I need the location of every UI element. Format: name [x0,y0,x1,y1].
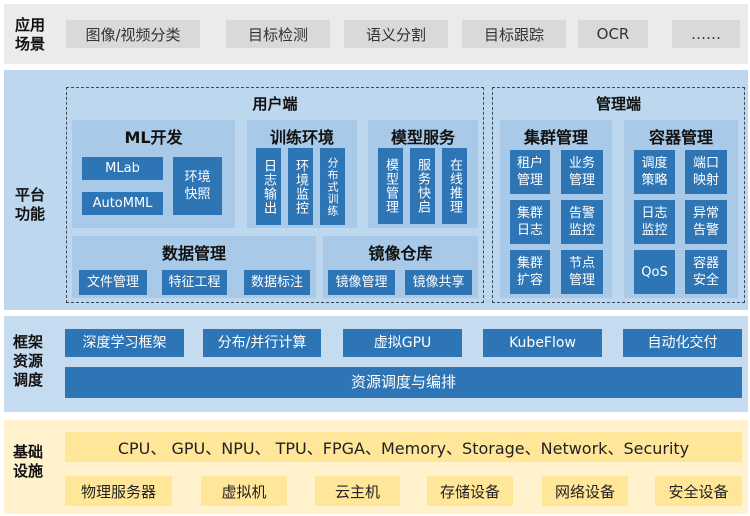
framework-item: 自动化交付 [623,329,742,357]
container-mgmt-title: 容器管理 [648,128,713,147]
app-item: OCR [578,20,648,48]
user-side-group: 用户端 [66,87,484,303]
ml-dev-panel: ML开发 MLab AutoMML 环境快照 [72,120,235,228]
infra-item: 存储设备 [427,476,513,506]
model-service-title: 模型服务 [390,128,455,147]
training-item: 日志输出 [256,148,281,225]
cluster-item: 租户管理 [510,150,550,194]
container-item: 端口映射 [685,150,727,194]
data-mgmt-item: 文件管理 [79,270,147,295]
infra-item: 网络设备 [542,476,628,506]
model-service-panel: 模型服务 模型管理 服务快启 在线推理 [368,120,478,228]
app-item: 图像/视频分类 [66,20,200,48]
container-item: 日志监控 [634,200,675,244]
container-item: QoS [634,250,675,294]
cluster-item: 告警监控 [561,200,603,244]
hardware-list: CPU、 GPU、NPU、 TPU、FPGA、Memory、Storage、Ne… [65,432,742,462]
image-repo-panel: 镜像仓库 镜像管理 镜像共享 [323,236,478,298]
container-mgmt-panel: 容器管理 调度策略 端口映射 日志监控 异常告警 QoS 容器安全 [624,120,738,298]
ml-dev-title: ML开发 [124,128,183,147]
ml-dev-item: 环境快照 [173,157,222,215]
infra-item: 虚拟机 [201,476,287,506]
app-item: 目标跟踪 [462,20,566,48]
app-item: …… [672,20,740,48]
resource-scheduling-bar: 资源调度与编排 [65,367,742,398]
training-item: 环境监控 [288,148,313,225]
training-panel: 训练环境 日志输出 环境监控 分布式训练 [247,120,357,228]
container-item: 调度策略 [634,150,675,194]
data-mgmt-item: 特征工程 [162,270,227,295]
model-service-item: 在线推理 [442,148,467,224]
framework-layer-label: 框架资源调度 [12,333,43,389]
training-title: 训练环境 [269,128,334,147]
app-layer-label: 应用场景 [14,16,45,53]
image-repo-title: 镜像仓库 [368,244,433,263]
framework-item: 深度学习框架 [65,329,184,357]
infra-layer-label: 基础设施 [12,443,43,480]
ml-dev-item: AutoMML [82,192,163,215]
model-service-item: 服务快启 [410,148,435,224]
app-item: 语义分割 [344,20,448,48]
infra-item: 物理服务器 [65,476,172,506]
cluster-item: 业务管理 [561,150,603,194]
data-mgmt-title: 数据管理 [161,244,226,263]
platform-layer-label: 平台功能 [14,186,45,223]
admin-side-group: 管理端 [492,87,745,303]
training-item: 分布式训练 [320,148,345,225]
ml-dev-item: MLab [82,157,163,180]
cluster-item: 节点管理 [561,250,603,294]
cluster-mgmt-title: 集群管理 [523,128,588,147]
image-repo-item: 镜像共享 [405,270,472,295]
user-side-title: 用户端 [252,95,298,113]
data-mgmt-panel: 数据管理 文件管理 特征工程 数据标注 [72,236,316,298]
infra-item: 云主机 [315,476,400,506]
cluster-item: 集群扩容 [510,250,550,294]
framework-item: 分布/并行计算 [203,329,321,357]
framework-item: 虚拟GPU [343,329,462,357]
admin-side-title: 管理端 [595,95,641,113]
infra-item: 安全设备 [655,476,742,506]
cluster-item: 集群日志 [510,200,550,244]
cluster-mgmt-panel: 集群管理 租户管理 业务管理 集群日志 告警监控 集群扩容 节点管理 [500,120,612,298]
image-repo-item: 镜像管理 [328,270,395,295]
data-mgmt-item: 数据标注 [244,270,310,295]
container-item: 容器安全 [685,250,727,294]
container-item: 异常告警 [685,200,727,244]
app-item: 目标检测 [226,20,330,48]
framework-item: KubeFlow [483,329,602,357]
model-service-item: 模型管理 [378,148,403,224]
